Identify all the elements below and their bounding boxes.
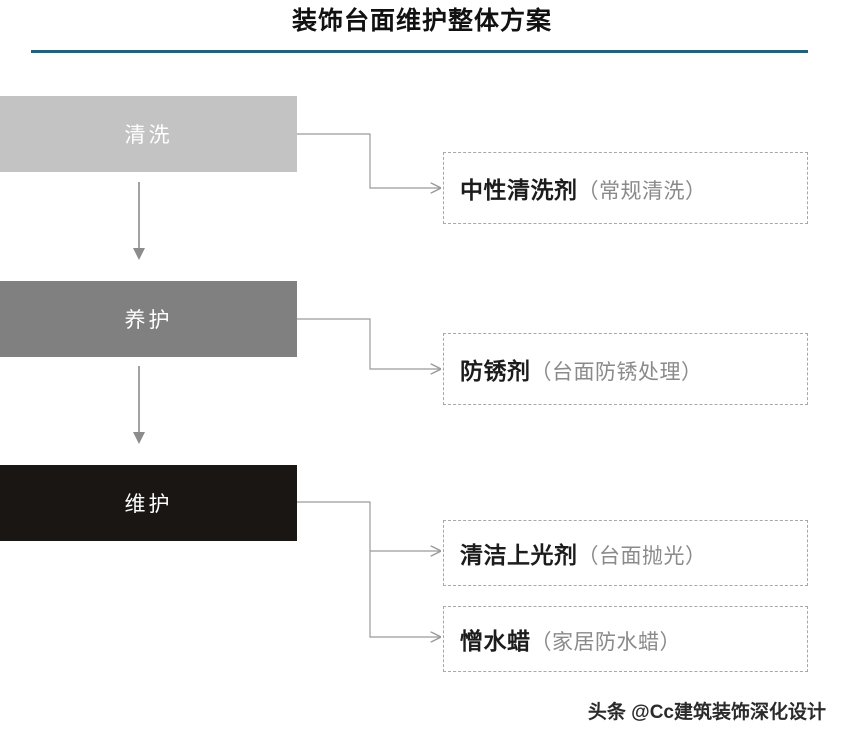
detail-box-hydrophobic-wax[interactable]: 憎水蜡（家居防水蜡） — [443, 606, 808, 672]
connector-weihu-branch — [297, 501, 440, 637]
stage-label: 清洗 — [124, 123, 173, 147]
detail-note-label: （常规清洗） — [577, 179, 707, 203]
detail-text: 防锈剂（台面防锈处理） — [444, 352, 703, 386]
watermark-attribution: 头条 @Cc建筑装饰深化设计 — [587, 702, 826, 723]
detail-main-label: 清洁上光剂 — [460, 543, 578, 568]
detail-text: 清洁上光剂（台面抛光） — [444, 536, 707, 570]
stage-label: 维护 — [124, 492, 173, 516]
detail-note-label: （家居防水蜡） — [530, 630, 681, 654]
detail-box-polish-cleaner[interactable]: 清洁上光剂（台面抛光） — [443, 520, 808, 586]
stage-box-yanghu[interactable]: 养护 — [0, 281, 297, 357]
stage-label: 养护 — [124, 308, 173, 332]
stage-box-weihu[interactable]: 维护 — [0, 465, 297, 541]
detail-main-label: 防锈剂 — [460, 359, 531, 384]
connector-yanghu-to-detail-2 — [297, 318, 440, 369]
detail-note-label: （台面防锈处理） — [530, 360, 703, 384]
title-divider-rule — [31, 50, 808, 53]
detail-box-rust-inhibitor[interactable]: 防锈剂（台面防锈处理） — [443, 333, 808, 405]
detail-note-label: （台面抛光） — [577, 544, 707, 568]
detail-main-label: 中性清洗剂 — [460, 178, 578, 203]
detail-box-neutral-cleaner[interactable]: 中性清洗剂（常规清洗） — [443, 152, 808, 224]
detail-text: 憎水蜡（家居防水蜡） — [444, 622, 681, 656]
detail-main-label: 憎水蜡 — [460, 629, 531, 654]
down-arrow-yanghu-to-weihu — [133, 366, 145, 444]
connector-qingxi-to-detail-1 — [297, 133, 440, 188]
detail-text: 中性清洗剂（常规清洗） — [444, 171, 707, 205]
page-title: 装饰台面维护整体方案 — [291, 7, 552, 35]
stage-box-qingxi[interactable]: 清洗 — [0, 96, 297, 172]
down-arrow-qingxi-to-yanghu — [133, 182, 145, 260]
